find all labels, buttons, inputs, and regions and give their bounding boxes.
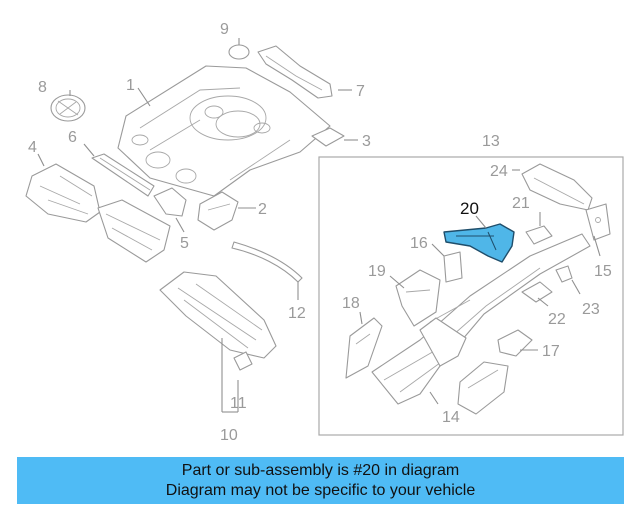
lower-box-member — [457, 361, 509, 415]
callout-13: 13 — [482, 133, 500, 150]
callout-8: 8 — [38, 79, 47, 96]
callout-17: 17 — [542, 343, 560, 360]
part-18-bracket — [345, 317, 383, 379]
side-member-lower — [97, 199, 171, 263]
part-22-bracket — [521, 281, 553, 303]
part-19-bracket — [395, 269, 441, 327]
callout-10: 10 — [220, 427, 238, 444]
callout-15: 15 — [594, 263, 612, 280]
part-6-rail — [91, 153, 155, 197]
part-24-reinforcement — [521, 163, 593, 211]
part-14-side-member — [371, 233, 591, 405]
part-11-bracket — [233, 351, 253, 371]
callout-labels: 9 8 1 7 3 6 4 2 5 12 11 10 13 24 21 15 1… — [28, 21, 612, 444]
part-23-clip — [555, 265, 573, 283]
part-1-rear-floor-pan — [117, 65, 331, 197]
info-banner: Part or sub-assembly is #20 in diagram D… — [17, 457, 624, 504]
callout-18: 18 — [342, 295, 360, 312]
callout-5: 5 — [180, 235, 189, 252]
callout-9: 9 — [220, 21, 229, 38]
front-floor-panel — [159, 271, 277, 359]
callout-3: 3 — [362, 133, 371, 150]
callout-14: 14 — [442, 409, 460, 426]
callout-23: 23 — [582, 301, 600, 318]
part-20-highlighted — [443, 223, 515, 263]
banner-line-1: Part or sub-assembly is #20 in diagram — [181, 461, 460, 479]
callout-2: 2 — [258, 201, 267, 218]
callout-24: 24 — [490, 163, 508, 180]
callout-20: 20 — [460, 199, 479, 218]
part-4-floor-side — [25, 163, 101, 223]
part-2-bracket — [197, 191, 239, 231]
part-8-grommet — [50, 94, 86, 122]
callout-16: 16 — [410, 235, 428, 252]
callout-21: 21 — [512, 195, 530, 212]
callout-22: 22 — [548, 311, 566, 328]
leader-lines — [37, 38, 601, 413]
part-21-bracket — [525, 225, 553, 245]
parts-diagram: 9 8 1 7 3 6 4 2 5 12 11 10 13 24 21 15 1… — [25, 21, 624, 444]
callout-12: 12 — [288, 305, 306, 322]
callout-19: 19 — [368, 263, 386, 280]
callout-11: 11 — [230, 395, 247, 412]
part-7-cross-member — [257, 45, 333, 99]
part-15-plate — [585, 203, 611, 241]
callout-1: 1 — [126, 77, 135, 94]
callout-7: 7 — [356, 83, 365, 100]
part-16-bracket — [443, 251, 463, 283]
part-3-bracket — [311, 127, 345, 147]
part-12-strip — [231, 241, 303, 283]
part-5-bracket — [153, 187, 187, 217]
part-9-plug — [228, 44, 250, 60]
callout-6: 6 — [68, 129, 77, 146]
group-13-frame — [318, 156, 624, 436]
callout-4: 4 — [28, 139, 37, 156]
banner-line-2: Diagram may not be specific to your vehi… — [165, 481, 476, 499]
part-17-bracket — [497, 329, 533, 357]
